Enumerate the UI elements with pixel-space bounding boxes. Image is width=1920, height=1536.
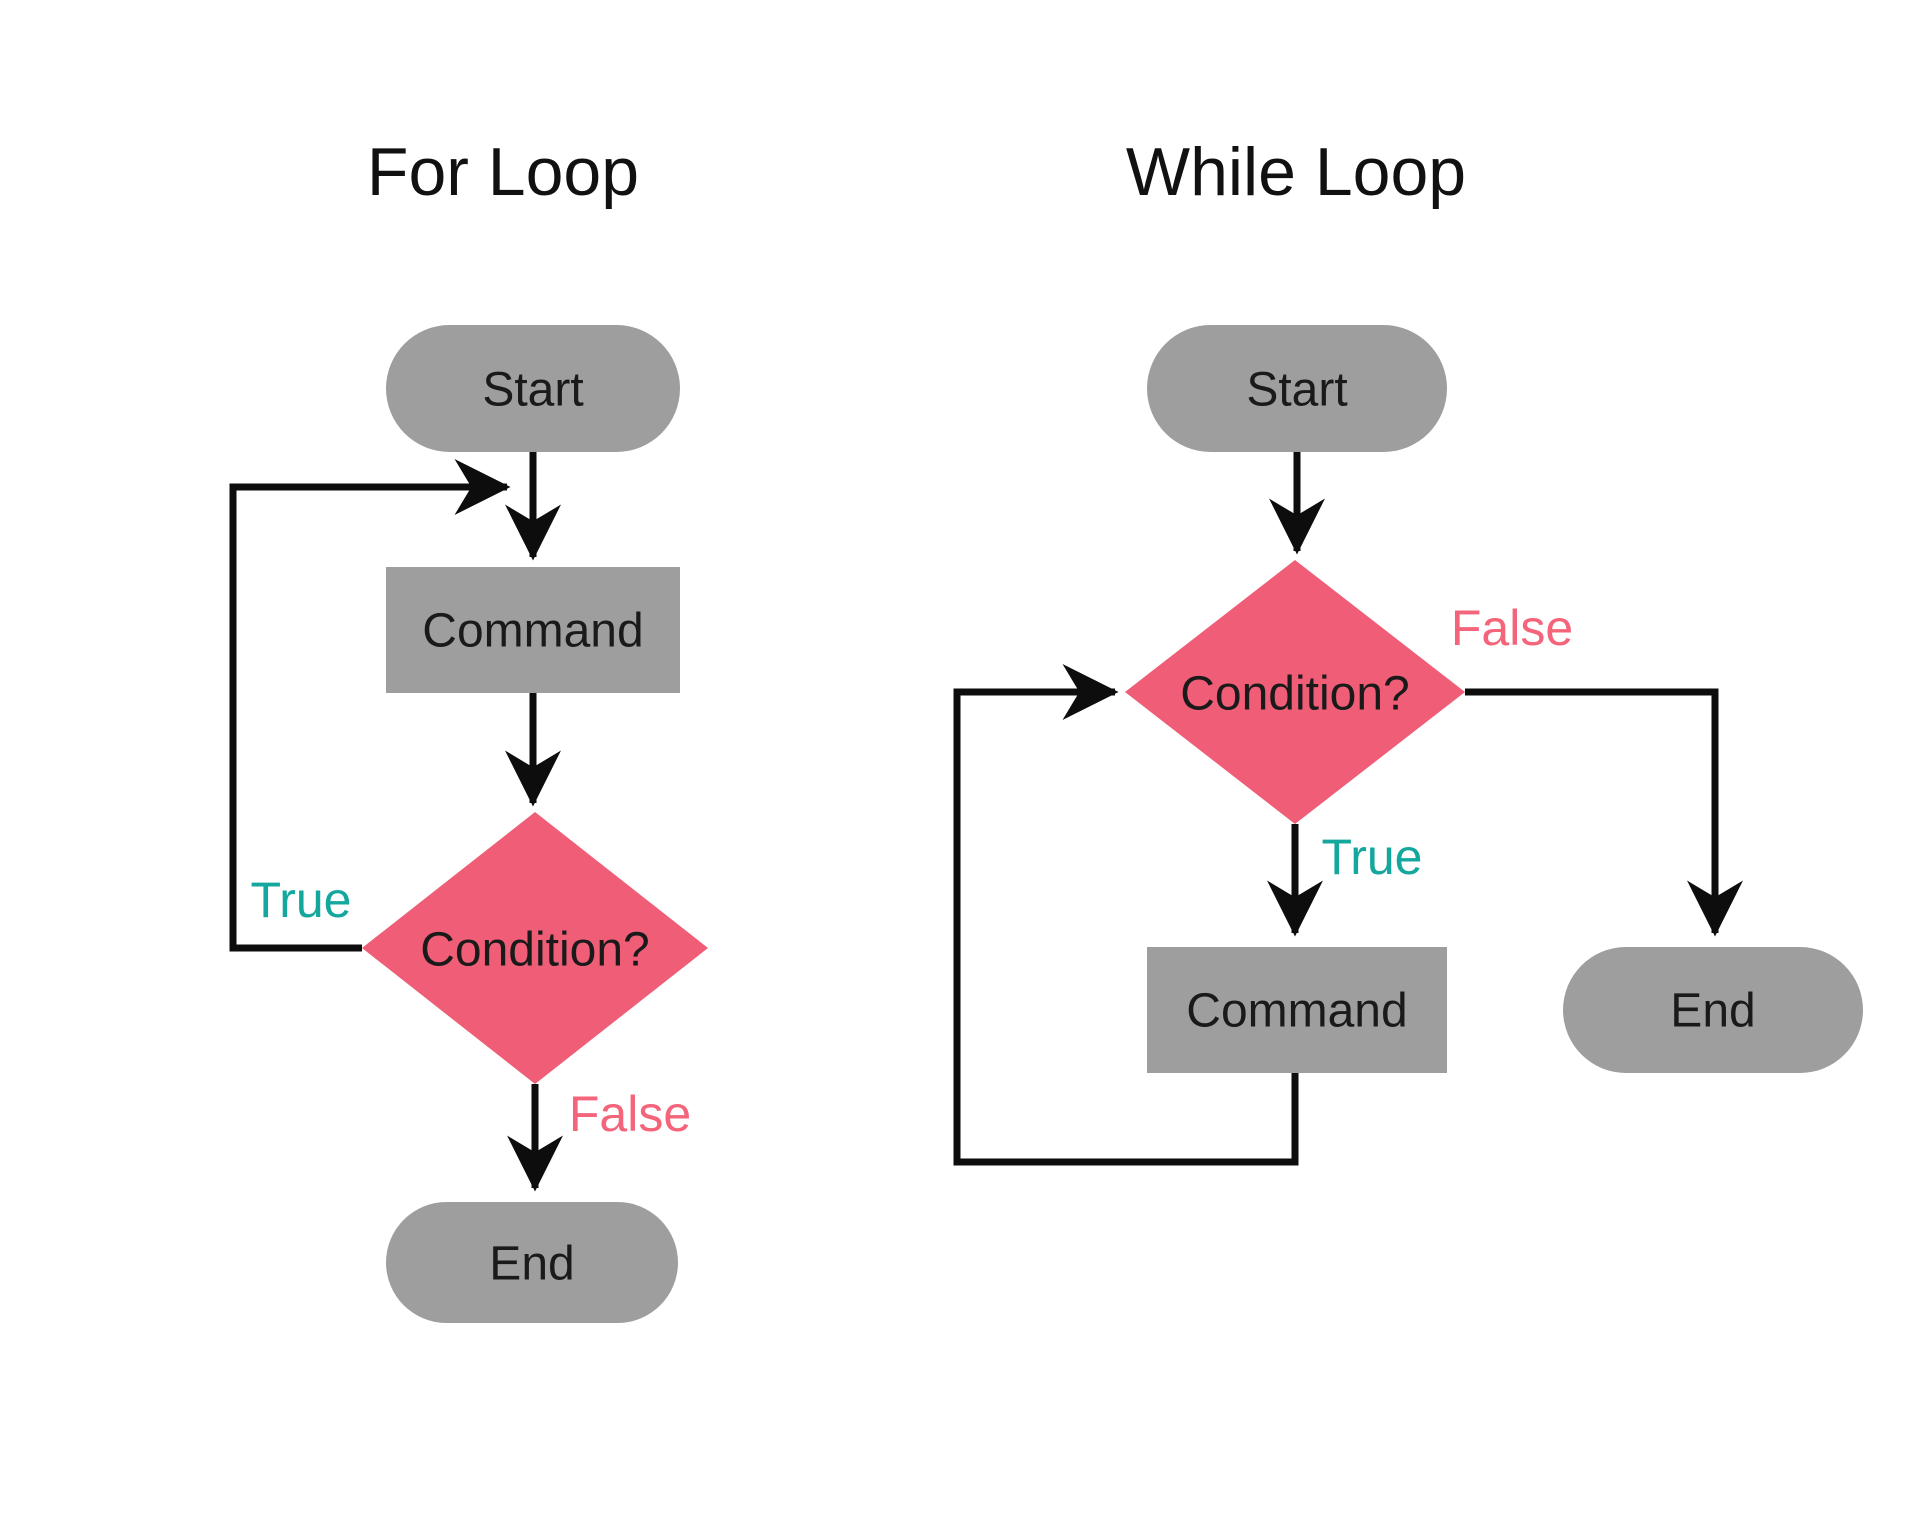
- for-loop-end-label: End: [489, 1238, 574, 1291]
- for-loop-true-branch-label: True: [251, 872, 352, 928]
- for-loop-start-label: Start: [482, 364, 583, 417]
- for-loop-title: For Loop: [367, 134, 639, 210]
- while-loop-start-node: [1147, 325, 1447, 452]
- for-loop-command-label: Command: [422, 605, 643, 658]
- while-loop-title: While Loop: [1126, 134, 1466, 210]
- while-loop-false-branch-label: False: [1451, 600, 1573, 656]
- for-loop-false-branch-label: False: [569, 1086, 691, 1142]
- for-loop-edge-true-loopback: [229, 459, 511, 952]
- while-loop-command-node: [1147, 947, 1447, 1073]
- for-loop-condition-diamond: [362, 812, 708, 1084]
- for-loop-chart: For Loop Start Command Condition? End Tr…: [229, 134, 708, 1323]
- while-loop-edge-command-loopback: [953, 664, 1299, 1166]
- while-loop-end-node: [1563, 947, 1863, 1073]
- for-loop-end-node: [386, 1202, 678, 1323]
- for-loop-command-node: [386, 567, 680, 693]
- while-loop-true-branch-label: True: [1322, 829, 1423, 885]
- for-loop-start-node: [386, 325, 680, 452]
- while-loop-condition-diamond: [1125, 560, 1465, 824]
- for-loop-condition-label: Condition?: [420, 924, 650, 977]
- while-loop-end-label: End: [1670, 985, 1755, 1038]
- while-loop-condition-label: Condition?: [1180, 668, 1410, 721]
- while-loop-chart: While Loop Start Condition? Command End …: [953, 134, 1863, 1166]
- while-loop-edge-false-to-end: [1465, 688, 1743, 937]
- while-loop-command-label: Command: [1186, 985, 1407, 1038]
- while-loop-start-label: Start: [1246, 364, 1347, 417]
